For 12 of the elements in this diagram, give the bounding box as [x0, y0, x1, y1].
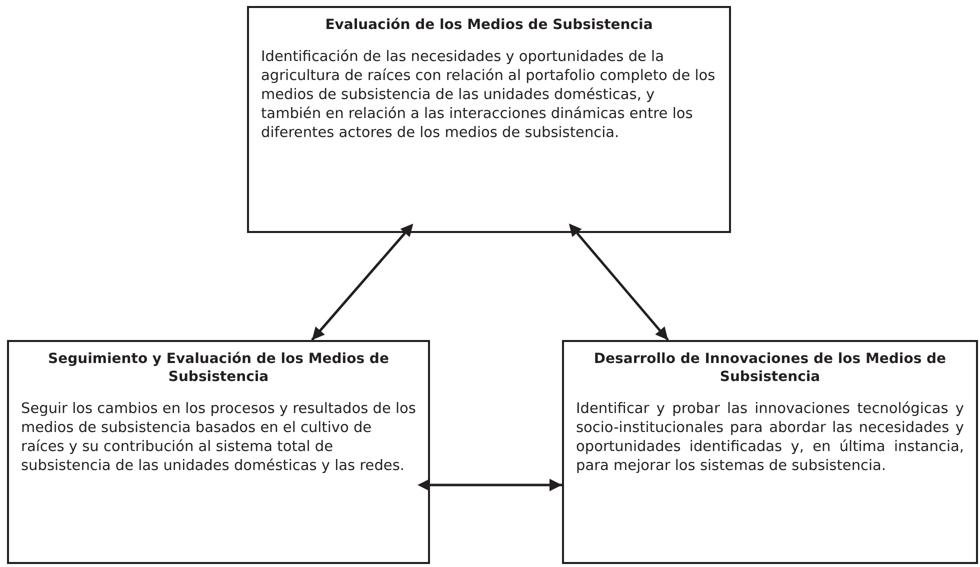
- box-description: Identificación de las necesidades y oportunidades de la agricultura de raíces con relación al portafolio completo de los medios de subsistencia de las unidades domésticas, y también en relación a las interacciones dinámicas entre los diferentes actores de los medios de subsistencia.: [261, 48, 716, 143]
- text-box: [562, 340, 978, 564]
- box-heading: Seguimiento y Evaluación de los Medios de Subsistencia: [47, 350, 390, 386]
- box-heading: Desarrollo de Innovaciones de los Medios de Subsistencia: [592, 350, 948, 386]
- double-arrow: [418, 478, 562, 492]
- text-box: [7, 340, 430, 564]
- double-arrow: [311, 224, 414, 341]
- box-description: Identificar y probar las innovaciones tecnológicas y socio-institucionales para abordar las necesidades y oportunidades identificadas y, en última instancia, para mejorar los sistemas de subsistencia.: [576, 400, 964, 476]
- text-box: [247, 6, 731, 233]
- box-description: Seguir los cambios en los procesos y resultados de los medios de subsistencia basados en el cultivo de raíces y su contribución al sistema total de subsistencia de las unidades domésticas y las redes.: [21, 400, 416, 476]
- double-arrow: [568, 223, 669, 341]
- box-heading: Evaluación de los Medios de Subsistencia: [324, 16, 654, 34]
